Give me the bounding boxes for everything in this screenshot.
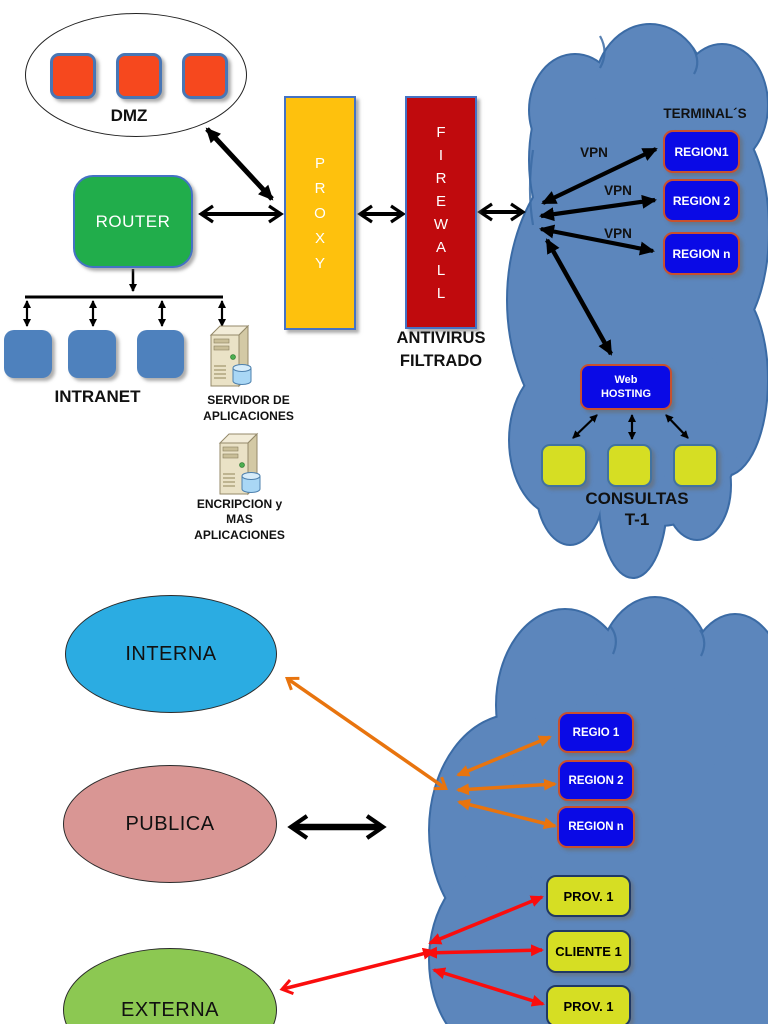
orange-arrows	[285, 676, 557, 830]
arrow-red-cliente1	[424, 944, 544, 959]
encryption-server-label: ENCRIPCION y MAS APLICACIONES	[177, 495, 302, 545]
server-icons	[209, 324, 261, 496]
arrow-cloud-webhosting	[545, 238, 613, 356]
cloud-notches	[528, 35, 706, 657]
prov1b-label: PROV. 1	[563, 998, 614, 1014]
publica-ellipse: PUBLICA	[63, 765, 277, 883]
vpn-label-3: VPN	[604, 225, 632, 241]
consulta-node-1	[541, 444, 587, 487]
externa-label: EXTERNA	[121, 998, 219, 1021]
regio1-bottom-node: REGIO 1	[558, 712, 634, 753]
prov1-node: PROV. 1	[546, 875, 631, 917]
vpn-label-2: VPN	[604, 182, 632, 198]
encryption-server-label-line2: MAS	[226, 512, 253, 527]
vpn-label-1: VPN	[580, 144, 608, 160]
region2-bottom-label: REGION 2	[568, 774, 624, 787]
proxy-node: P R O X Y	[284, 96, 356, 330]
encryption-server-label-line1: ENCRIPCION y	[196, 496, 283, 511]
consultas-label-line1: CONSULTAS	[585, 489, 689, 508]
publica-label: PUBLICA	[125, 812, 215, 835]
firewall-caption: ANTIVIRUS FILTRADO	[371, 327, 511, 373]
app-server-label-line1: SERVIDOR DE	[207, 393, 290, 407]
interna-ellipse: INTERNA	[65, 595, 277, 713]
consulta-node-2	[607, 444, 652, 487]
region2-bottom-node: REGION 2	[558, 760, 634, 801]
arrow-orange-region2	[456, 778, 557, 796]
encryption-server-label-line3: APLICACIONES	[194, 527, 285, 542]
region2-label: REGION 2	[672, 193, 731, 208]
consultas-label-line2: T-1	[624, 510, 650, 529]
dmz-server-1	[50, 53, 96, 99]
arrow-interna-cloud	[285, 676, 448, 791]
cliente1-node: CLIENTE 1	[546, 930, 631, 973]
app-server-label: SERVIDOR DE APLICACIONES	[186, 391, 311, 425]
dmz-server-2	[116, 53, 162, 99]
red-arrows	[279, 895, 545, 1007]
regio1-bottom-label: REGIO 1	[572, 726, 620, 739]
firewall-caption-line1: ANTIVIRUS	[396, 329, 486, 347]
consultas-label: CONSULTAS T-1	[562, 488, 712, 530]
app-server-icon	[209, 324, 252, 388]
regionn-bottom-label: REGION n	[568, 821, 624, 833]
firewall-node: F I R E W A L L	[405, 96, 477, 329]
arrow-webhosting-consulta-1	[572, 414, 598, 439]
arrow-red-prov1b	[432, 967, 545, 1007]
regionn-node: REGION n	[663, 232, 740, 275]
web-hosting-label-line2: HOSTING	[600, 388, 652, 400]
intranet-pc-1	[4, 330, 52, 378]
router-node: ROUTER	[73, 175, 193, 268]
firewall-caption-line2: FILTRADO	[399, 352, 483, 370]
web-hosting-node: Web HOSTING	[580, 364, 672, 410]
terminals-label: TERMINAL´S	[663, 105, 747, 121]
dmz-label: DMZ	[110, 106, 148, 125]
black-arrows	[23, 127, 689, 840]
encryption-server-icon	[218, 432, 261, 496]
web-hosting-label-line1: Web	[614, 374, 638, 386]
intranet-pc-3	[137, 330, 184, 378]
arrow-orange-regio1	[456, 735, 552, 777]
arrow-vpn-region2	[539, 194, 657, 222]
interna-label: INTERNA	[125, 642, 217, 665]
arrow-orange-regionn	[457, 798, 557, 830]
intranet-label: INTRANET	[54, 387, 141, 406]
arrow-webhosting-consulta-3	[665, 414, 689, 439]
regionn-bottom-node: REGION n	[557, 806, 635, 848]
firewall-label: F I R E W A L L	[433, 123, 449, 302]
proxy-label: P R O X Y	[314, 154, 326, 272]
app-server-label-line2: APLICACIONES	[203, 409, 294, 423]
router-label: ROUTER	[95, 211, 171, 231]
arrow-externa-cloud	[279, 947, 436, 995]
region1-node: REGION1	[663, 130, 740, 173]
regionn-label: REGION n	[672, 246, 731, 261]
dmz-server-3	[182, 53, 228, 99]
arrow-vpn-region1	[541, 147, 658, 205]
region1-label: REGION1	[674, 144, 729, 159]
prov1b-node: PROV. 1	[546, 985, 631, 1024]
cliente1-label: CLIENTE 1	[555, 944, 622, 959]
region2-node: REGION 2	[663, 179, 740, 222]
prov1-label: PROV. 1	[563, 888, 614, 904]
intranet-pc-2	[68, 330, 116, 378]
consulta-node-3	[673, 444, 718, 487]
arrow-red-prov1	[428, 895, 544, 945]
arrow-dmz-proxy	[205, 127, 274, 201]
